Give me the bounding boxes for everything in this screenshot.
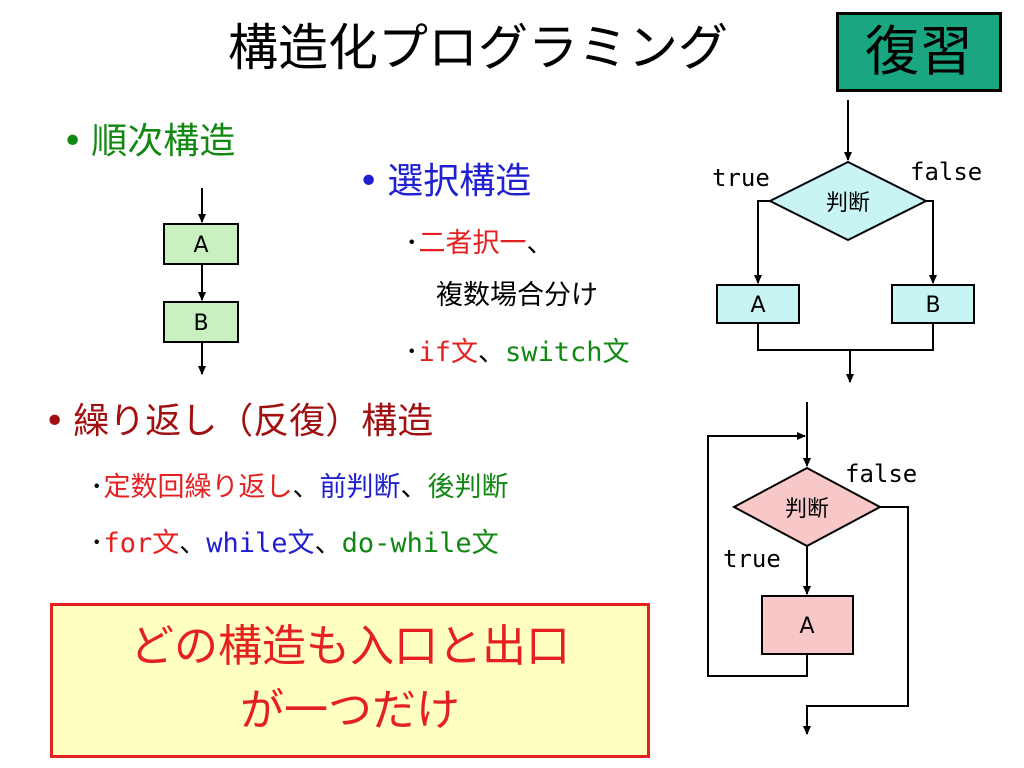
false-label: false (845, 460, 917, 488)
iteration-line-2: ･for文、while文、do-while文 (90, 526, 499, 562)
review-badge: 復習 (836, 12, 1002, 92)
process-box-a-label: A (799, 614, 814, 639)
process-box-b (163, 301, 239, 343)
process-box-a (163, 223, 239, 265)
decision-diamond (767, 160, 929, 242)
selection-two-way: 二者択一 (418, 228, 527, 259)
process-box-a-label: A (750, 293, 765, 318)
pre-test-loop: 前判断 (319, 472, 401, 503)
for-statement: for文 (103, 528, 180, 559)
decision-label: 判断 (826, 191, 870, 216)
loop-back-arrow (707, 432, 808, 677)
post-test-loop: 後判断 (427, 472, 509, 503)
false-branch-arrow (926, 200, 937, 284)
switch-statement: switch文 (505, 337, 630, 368)
page-title: 構造化プログラミング (228, 19, 728, 77)
true-branch-arrow (754, 200, 770, 284)
merge-line (757, 323, 934, 351)
true-label: true (723, 545, 781, 573)
process-box-b-label: B (925, 293, 940, 318)
sub-bullet-icon: ･ (90, 472, 104, 503)
separator: 、 (526, 228, 554, 259)
iteration-heading: •繰り返し（反復）構造 (44, 400, 433, 444)
separator: 、 (478, 337, 506, 368)
iteration-line-1: ･定数回繰り返し、前判断、後判断 (90, 470, 509, 506)
sequence-flowchart: A B (163, 188, 239, 375)
sequence-heading-text: 順次構造 (91, 121, 236, 162)
sub-bullet-icon: ･ (405, 228, 419, 259)
iteration-flowchart: 判断 false true A (707, 402, 917, 735)
iteration-heading-text: 繰り返し（反復）構造 (73, 401, 434, 442)
separator: 、 (400, 472, 428, 503)
fixed-count-loop: 定数回繰り返し (103, 472, 293, 503)
note-line-2: が一つだけ (240, 685, 460, 736)
process-box-a-label: A (193, 233, 208, 258)
sub-bullet-icon: ･ (90, 528, 104, 559)
sequence-heading: •順次構造 (62, 120, 235, 164)
selection-heading: •選択構造 (358, 160, 531, 204)
selection-heading-text: 選択構造 (387, 161, 532, 202)
selection-flowchart: 判断 true false A B (712, 100, 982, 383)
sub-bullet-icon: ･ (405, 337, 419, 368)
note-line-1: どの構造も入口と出口 (130, 621, 570, 672)
do-while-statement: do-while文 (341, 528, 499, 559)
true-label: true (712, 164, 770, 192)
bullet-icon: • (62, 121, 84, 162)
selection-line-1: ･二者択一、 (405, 226, 554, 262)
bullet-icon: • (44, 401, 66, 442)
process-box-b-label: B (193, 311, 208, 336)
selection-line-2: 複数場合分け (436, 280, 598, 311)
separator: 、 (314, 528, 342, 559)
note-box: どの構造も入口と出口 が一つだけ (50, 603, 650, 758)
decision-label: 判断 (785, 497, 829, 522)
while-statement: while文 (206, 528, 315, 559)
exit-arrow (803, 506, 909, 735)
separator: 、 (292, 472, 320, 503)
if-statement: if文 (418, 337, 479, 368)
process-box-b (891, 284, 975, 324)
false-label: false (910, 158, 982, 186)
separator: 、 (179, 528, 207, 559)
bullet-icon: • (358, 161, 380, 202)
selection-line-3: ･if文、switch文 (405, 335, 630, 371)
